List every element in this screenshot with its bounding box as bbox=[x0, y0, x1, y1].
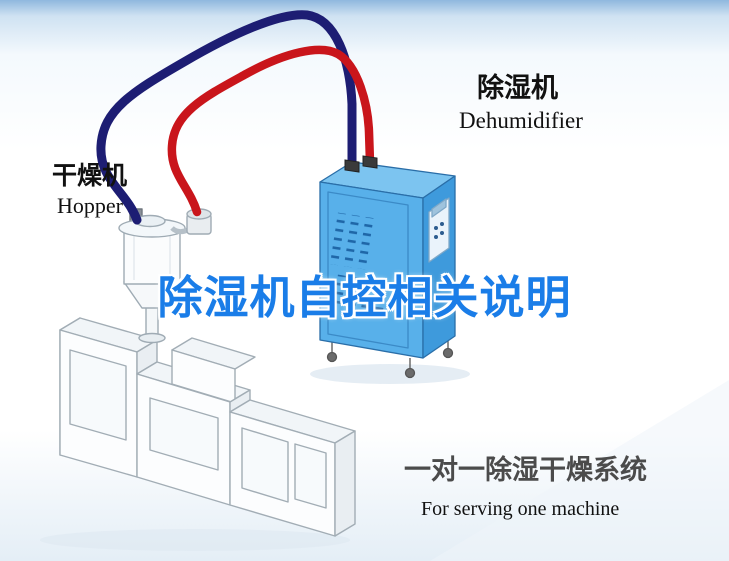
hose-connectors bbox=[344, 155, 378, 173]
dehumidifier-label-en: Dehumidifier bbox=[459, 108, 583, 133]
dehumidifier-door-outline bbox=[327, 191, 409, 349]
background-sheen bbox=[430, 380, 729, 561]
casters bbox=[326, 338, 454, 379]
hopper-label-cn: 干燥机 bbox=[52, 162, 128, 190]
system-caption-en: For serving one machine bbox=[421, 498, 620, 520]
machine-right-end bbox=[334, 430, 356, 537]
vent-grid-upper bbox=[326, 211, 378, 271]
door-panel bbox=[69, 349, 127, 441]
door-panel bbox=[294, 443, 327, 509]
hopper-mount-flange bbox=[138, 332, 166, 344]
title-overlay: 除湿机自控相关说明 bbox=[157, 272, 572, 323]
system-caption-cn: 一对一除湿干燥系统 bbox=[404, 455, 647, 485]
control-display bbox=[431, 198, 447, 218]
extruder-machine bbox=[59, 317, 356, 537]
dehumidifier-label-cn: 除湿机 bbox=[477, 73, 558, 103]
vent-grid-lower bbox=[328, 274, 392, 317]
control-buttons bbox=[434, 222, 444, 239]
supply-hose bbox=[167, 45, 375, 217]
dehumidifier-unit bbox=[319, 161, 456, 379]
return-hose bbox=[96, 10, 357, 225]
door-panel bbox=[149, 397, 219, 471]
ground-shadows bbox=[40, 364, 470, 551]
hopper-label-en: Hopper bbox=[57, 193, 123, 218]
door-panel bbox=[241, 427, 289, 503]
